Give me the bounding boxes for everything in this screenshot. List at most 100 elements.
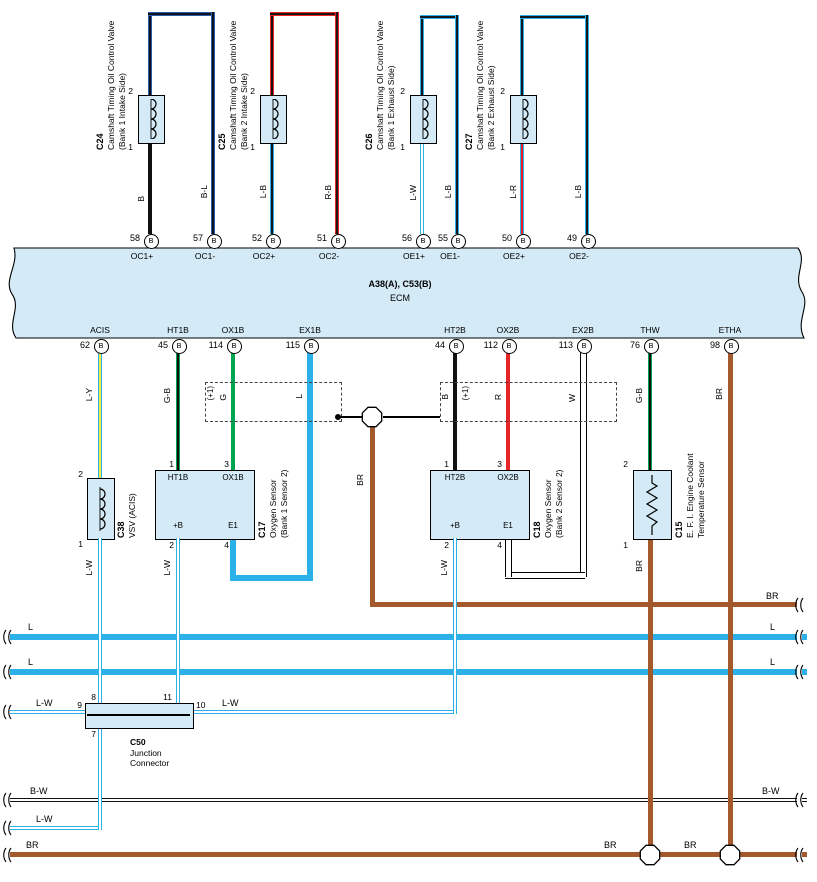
c38-label: C38 VSV (ACIS) xyxy=(116,440,138,538)
pin-label-ox2b: OX2B xyxy=(496,325,520,335)
line-break-icon xyxy=(795,629,804,645)
ecm-pin-55: B xyxy=(450,233,466,249)
pin-label-oc2plus: OC2+ xyxy=(252,251,276,261)
wire-label: L-W xyxy=(84,560,94,576)
pin-label-oc1plus: OC1+ xyxy=(130,251,154,261)
component-bank: (Bank 1 Sensor 2) xyxy=(279,469,289,538)
shield-label-right: (+1) xyxy=(461,386,470,401)
pin-number: 45 xyxy=(157,340,168,350)
shield-box-left xyxy=(205,382,342,422)
ecm-pin-113: B xyxy=(576,338,592,354)
wire-label: L-B xyxy=(258,185,268,199)
pin-label-oc1minus: OC1- xyxy=(194,251,216,261)
junction-dot xyxy=(335,414,341,420)
wire-label: G-B xyxy=(634,388,644,404)
valve-c26-box xyxy=(410,95,437,144)
pin-label-oe2minus: OE2- xyxy=(569,251,589,261)
component-desc: Temperature Sensor xyxy=(696,460,706,538)
pin-label-ex1b: EX1B xyxy=(299,325,321,335)
pin-number: 55 xyxy=(437,233,448,243)
c17-terminal-ox1b: OX1B xyxy=(222,473,244,482)
shield-ground-icon xyxy=(361,406,383,428)
pin-label-thw: THW xyxy=(640,325,660,335)
wire-label: G-B xyxy=(162,388,172,404)
component-desc: E. F. I. Engine Coolant xyxy=(685,453,695,538)
c38-box xyxy=(87,478,115,540)
component-id: C24 xyxy=(95,133,105,150)
pin-label-oe2plus: OE2+ xyxy=(503,251,525,261)
ecm-pin-114: B xyxy=(226,338,242,354)
bus-label-bw-left: B-W xyxy=(30,786,48,796)
wire-r-ox2b xyxy=(506,351,510,470)
wire-label: R-B xyxy=(323,185,333,200)
line-break-icon xyxy=(795,847,804,863)
component-desc: Oxygen Sensor xyxy=(543,479,553,538)
wire-label: L-W xyxy=(439,560,449,576)
wire-bl-loop-down-c24 xyxy=(211,12,215,234)
ecm-pin-51: B xyxy=(330,233,346,249)
wire-lb-loop-top-c26 xyxy=(420,15,459,19)
c18-pin-2: 2 xyxy=(444,540,449,550)
bus-l-2 xyxy=(10,669,807,675)
pin-number: 62 xyxy=(79,340,90,350)
bus-label-br-bottom-left: BR xyxy=(26,840,39,850)
component-bank: (Bank 1 Exhaust Side) xyxy=(386,65,396,150)
wire-lb-loop-down-c27 xyxy=(585,15,589,234)
component-bank: (Bank 2 Sensor 2) xyxy=(554,469,564,538)
ecm-pin-98: B xyxy=(723,338,739,354)
wire-label: L-B xyxy=(443,185,453,199)
component-bank: (Bank 1 Intake Side) xyxy=(117,72,127,150)
component-desc: Connector xyxy=(130,758,170,768)
c50-pin-7: 7 xyxy=(91,729,96,739)
c15-pin-top: 2 xyxy=(623,459,628,469)
wire-label: B xyxy=(440,394,450,400)
bus-label-l2-right: L xyxy=(770,657,776,667)
wire-gb-ht1b xyxy=(176,351,180,470)
pin-number: 57 xyxy=(192,233,203,243)
shield-ground-icon xyxy=(719,844,741,866)
c18-terminal-ox2b: OX2B xyxy=(497,473,519,482)
valve-c24-pin-bottom: 1 xyxy=(128,142,133,152)
c17-box xyxy=(155,470,255,540)
wire-w-ex2b xyxy=(580,351,587,577)
wire-label: L-R xyxy=(508,185,518,199)
pin-number: 56 xyxy=(401,233,412,243)
pin-number: 76 xyxy=(629,340,640,350)
c17-label: C17 Oxygen Sensor (Bank 1 Sensor 2) xyxy=(257,402,290,538)
pin-number: 115 xyxy=(285,340,300,350)
ecm-pin-52: B xyxy=(265,233,281,249)
wire-br-etha xyxy=(728,351,733,846)
component-id: C38 xyxy=(116,521,126,538)
shield-box-right xyxy=(440,382,617,422)
component-desc: Camshaft Timing Oil Control Valve xyxy=(475,20,485,150)
wire-w-ex2b-horiz xyxy=(505,572,585,579)
bus-label-br-bottom-mid2: BR xyxy=(684,840,697,850)
ecm-pin-49: B xyxy=(580,233,596,249)
c15-label: C15 E. F. I. Engine Coolant Temperature … xyxy=(674,402,707,538)
wire-lw-c38-to-c50 xyxy=(98,538,102,703)
component-id: C15 xyxy=(674,521,684,538)
coil-icon xyxy=(272,99,279,139)
wire-l-to-c17-e1 xyxy=(230,538,236,581)
component-desc: Camshaft Timing Oil Control Valve xyxy=(106,20,116,150)
bus-label-lw-mid: L-W xyxy=(222,698,239,708)
valve-c26-pin-bottom: 1 xyxy=(400,142,405,152)
c18-terminal-e1: E1 xyxy=(503,521,513,530)
bus-label-lw-left: L-W xyxy=(36,698,53,708)
wire-label: L-B xyxy=(573,185,583,199)
c50-internal-bus xyxy=(87,714,190,716)
c17-terminal-e1: E1 xyxy=(228,521,238,530)
c18-pin-4: 4 xyxy=(497,540,502,550)
bus-br-mid xyxy=(370,602,797,607)
c17-pin-4: 4 xyxy=(224,540,229,550)
c50-pin-8: 8 xyxy=(91,692,96,702)
c17-terminal-plusb: +B xyxy=(172,521,183,530)
wire-rb-loop-top-c25 xyxy=(270,12,339,16)
pin-label-oe1minus: OE1- xyxy=(440,251,460,261)
wire-lr-c27-to-oe2plus xyxy=(520,142,524,234)
wire-label: BR xyxy=(634,560,644,572)
wire-lw-c17-to-c50 xyxy=(176,538,180,703)
wire-label: L-W xyxy=(162,560,172,576)
pin-number: 98 xyxy=(709,340,720,350)
